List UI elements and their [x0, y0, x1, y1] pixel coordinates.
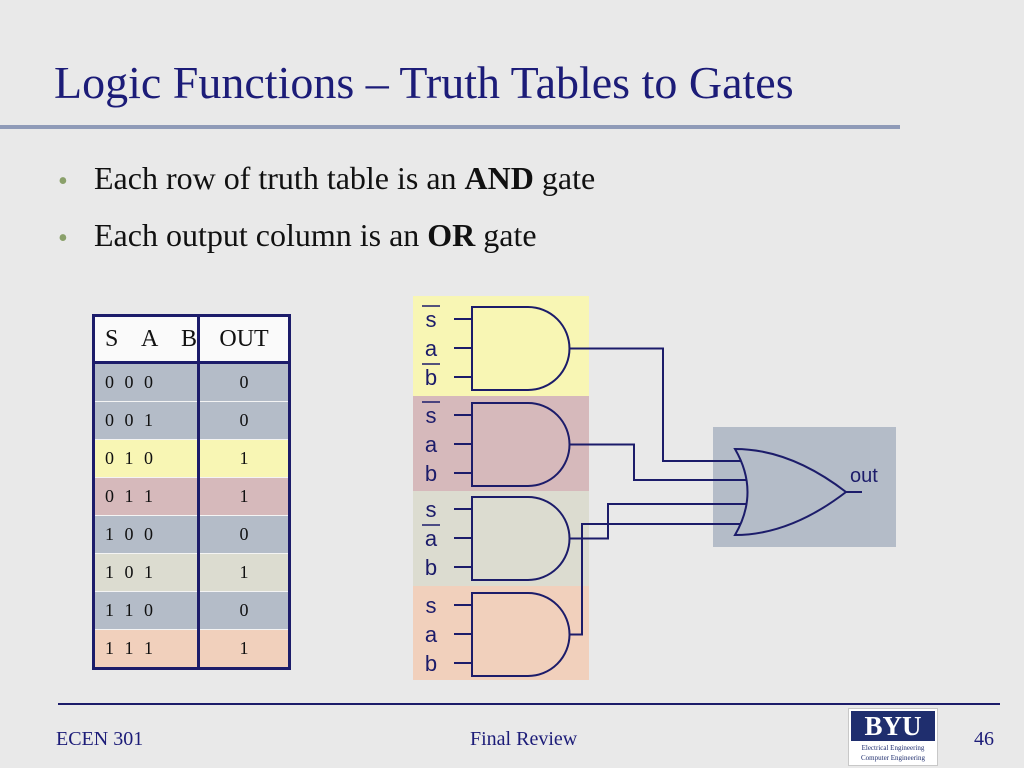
logo-line-1: Electrical Engineering [861, 744, 925, 752]
input-label: a [425, 336, 438, 361]
truth-table-output: 0 [198, 401, 290, 440]
truth-table-output: 0 [198, 362, 290, 402]
footer-divider [58, 703, 1000, 705]
footer-title: Final Review [470, 728, 578, 750]
truth-table-output: 1 [198, 477, 290, 516]
input-label: b [425, 555, 437, 580]
truth-table-output: 1 [239, 638, 249, 658]
bullet-dot-icon: • [58, 166, 68, 197]
input-label: a [425, 432, 438, 457]
truth-table-inputs: 0 0 0 [93, 362, 201, 402]
truth-table-output: 1 [198, 553, 290, 592]
and-gate-icon [471, 306, 571, 391]
bullet-text: Each output column is an OR gate [94, 217, 537, 253]
or-gate-icon [733, 447, 848, 537]
input-label: a [425, 622, 438, 647]
truth-table-output: 0 [198, 515, 290, 554]
truth-table-output: 0 [198, 591, 290, 630]
bullet-text: Each row of truth table is an AND gate [94, 160, 596, 196]
or-output-label: out [850, 465, 878, 487]
truth-table-inputs: 0 0 1 [93, 401, 201, 440]
byu-logo: BYU Electrical Engineering Computer Engi… [848, 708, 938, 766]
truth-table-inputs: 0 1 0 [93, 439, 201, 478]
truth-table-input-header: S A B [93, 315, 201, 364]
logo-line-2: Computer Engineering [861, 754, 925, 762]
and-gate-icon [471, 402, 571, 487]
slide-title: Logic Functions – Truth Tables to Gates [54, 57, 794, 108]
and-output-wire [569, 443, 747, 481]
bullet-dot-icon: • [58, 223, 68, 254]
and-gate-icon [471, 592, 571, 677]
truth-table-inputs: 0 1 1 [93, 477, 201, 516]
input-label: b [425, 651, 437, 676]
input-label: s [426, 593, 437, 618]
truth-table-inputs: 1 1 1 [93, 629, 201, 669]
logo-wordmark: BYU [851, 711, 935, 741]
truth-table-inputs: 1 0 1 [93, 553, 201, 592]
input-label: s [426, 307, 437, 332]
page-number: 46 [974, 728, 994, 750]
and-output-wire [569, 523, 747, 636]
and-output-wire [569, 503, 747, 540]
input-label: b [425, 365, 437, 390]
input-label: s [426, 403, 437, 428]
truth-table-output: 1 [198, 439, 290, 478]
truth-table-inputs: 1 1 0 [93, 591, 201, 630]
and-gate-icon [471, 496, 571, 581]
title-divider [0, 125, 900, 129]
input-label: a [425, 526, 438, 551]
truth-table-row: 1 1 1 1 [93, 629, 290, 669]
footer-course: ECEN 301 [56, 728, 144, 750]
truth-table-output-header: OUT [198, 315, 290, 364]
input-label: b [425, 461, 437, 486]
truth-table-inputs: 1 0 0 [93, 515, 201, 554]
and-output-wire [569, 347, 747, 462]
input-label: s [426, 497, 437, 522]
truth-table-header-row: S A B OUT [93, 315, 290, 364]
